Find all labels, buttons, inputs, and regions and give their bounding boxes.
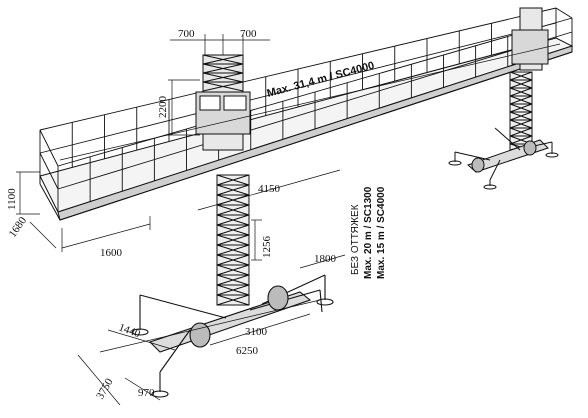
dim-1600: 1600 — [100, 247, 123, 259]
dim-1440: 1440 — [117, 322, 142, 341]
structural-member — [509, 71, 533, 81]
chassis-right — [448, 127, 559, 190]
structural-member — [509, 111, 533, 121]
dim-3750: 3750 — [94, 376, 116, 401]
dimension-lines — [16, 34, 561, 406]
structural-member — [202, 63, 244, 74]
structural-member — [216, 274, 250, 286]
note-max-sc1300: Max. 20 m / SC1300 — [363, 186, 374, 279]
dim-1800: 1800 — [314, 253, 337, 265]
mast-left — [195, 54, 251, 306]
structural-member — [216, 234, 250, 246]
dim-700-left: 700 — [178, 28, 195, 40]
structural-member — [509, 87, 533, 97]
structural-member — [202, 81, 244, 92]
dim-1680: 1680 — [7, 214, 30, 239]
dim-1100: 1100 — [6, 188, 18, 210]
dim-2200: 2200 — [157, 96, 169, 119]
structural-member — [509, 79, 533, 89]
note-max-sc4000: Max. 15 m / SC4000 — [376, 186, 387, 279]
dim-3100: 3100 — [245, 326, 268, 338]
structural-member — [216, 224, 250, 236]
chassis-left — [131, 274, 334, 398]
structural-member — [216, 184, 250, 196]
dim-1256: 1256 — [261, 236, 273, 259]
dim-700-right: 700 — [240, 28, 257, 40]
structural-member — [216, 254, 250, 266]
mast-right — [509, 7, 549, 151]
structural-member — [509, 103, 533, 113]
dim-4150: 4150 — [258, 183, 281, 195]
structural-member — [216, 294, 250, 306]
structural-member — [216, 204, 250, 216]
structural-member — [202, 54, 244, 65]
dim-970: 970 — [138, 387, 155, 399]
structural-member — [216, 244, 250, 256]
structural-member — [216, 174, 250, 186]
structural-member — [202, 72, 244, 83]
dim-6250: 6250 — [236, 345, 259, 357]
structural-member — [216, 264, 250, 276]
structural-member — [509, 127, 533, 137]
railings — [39, 7, 573, 212]
structural-member — [509, 135, 533, 145]
structural-member — [216, 284, 250, 296]
structural-member — [509, 95, 533, 105]
structural-member — [216, 214, 250, 226]
note-no-ties: БЕЗ ОТТЯЖЕК — [350, 204, 361, 275]
platform-deck — [39, 37, 574, 221]
structural-member — [509, 119, 533, 129]
